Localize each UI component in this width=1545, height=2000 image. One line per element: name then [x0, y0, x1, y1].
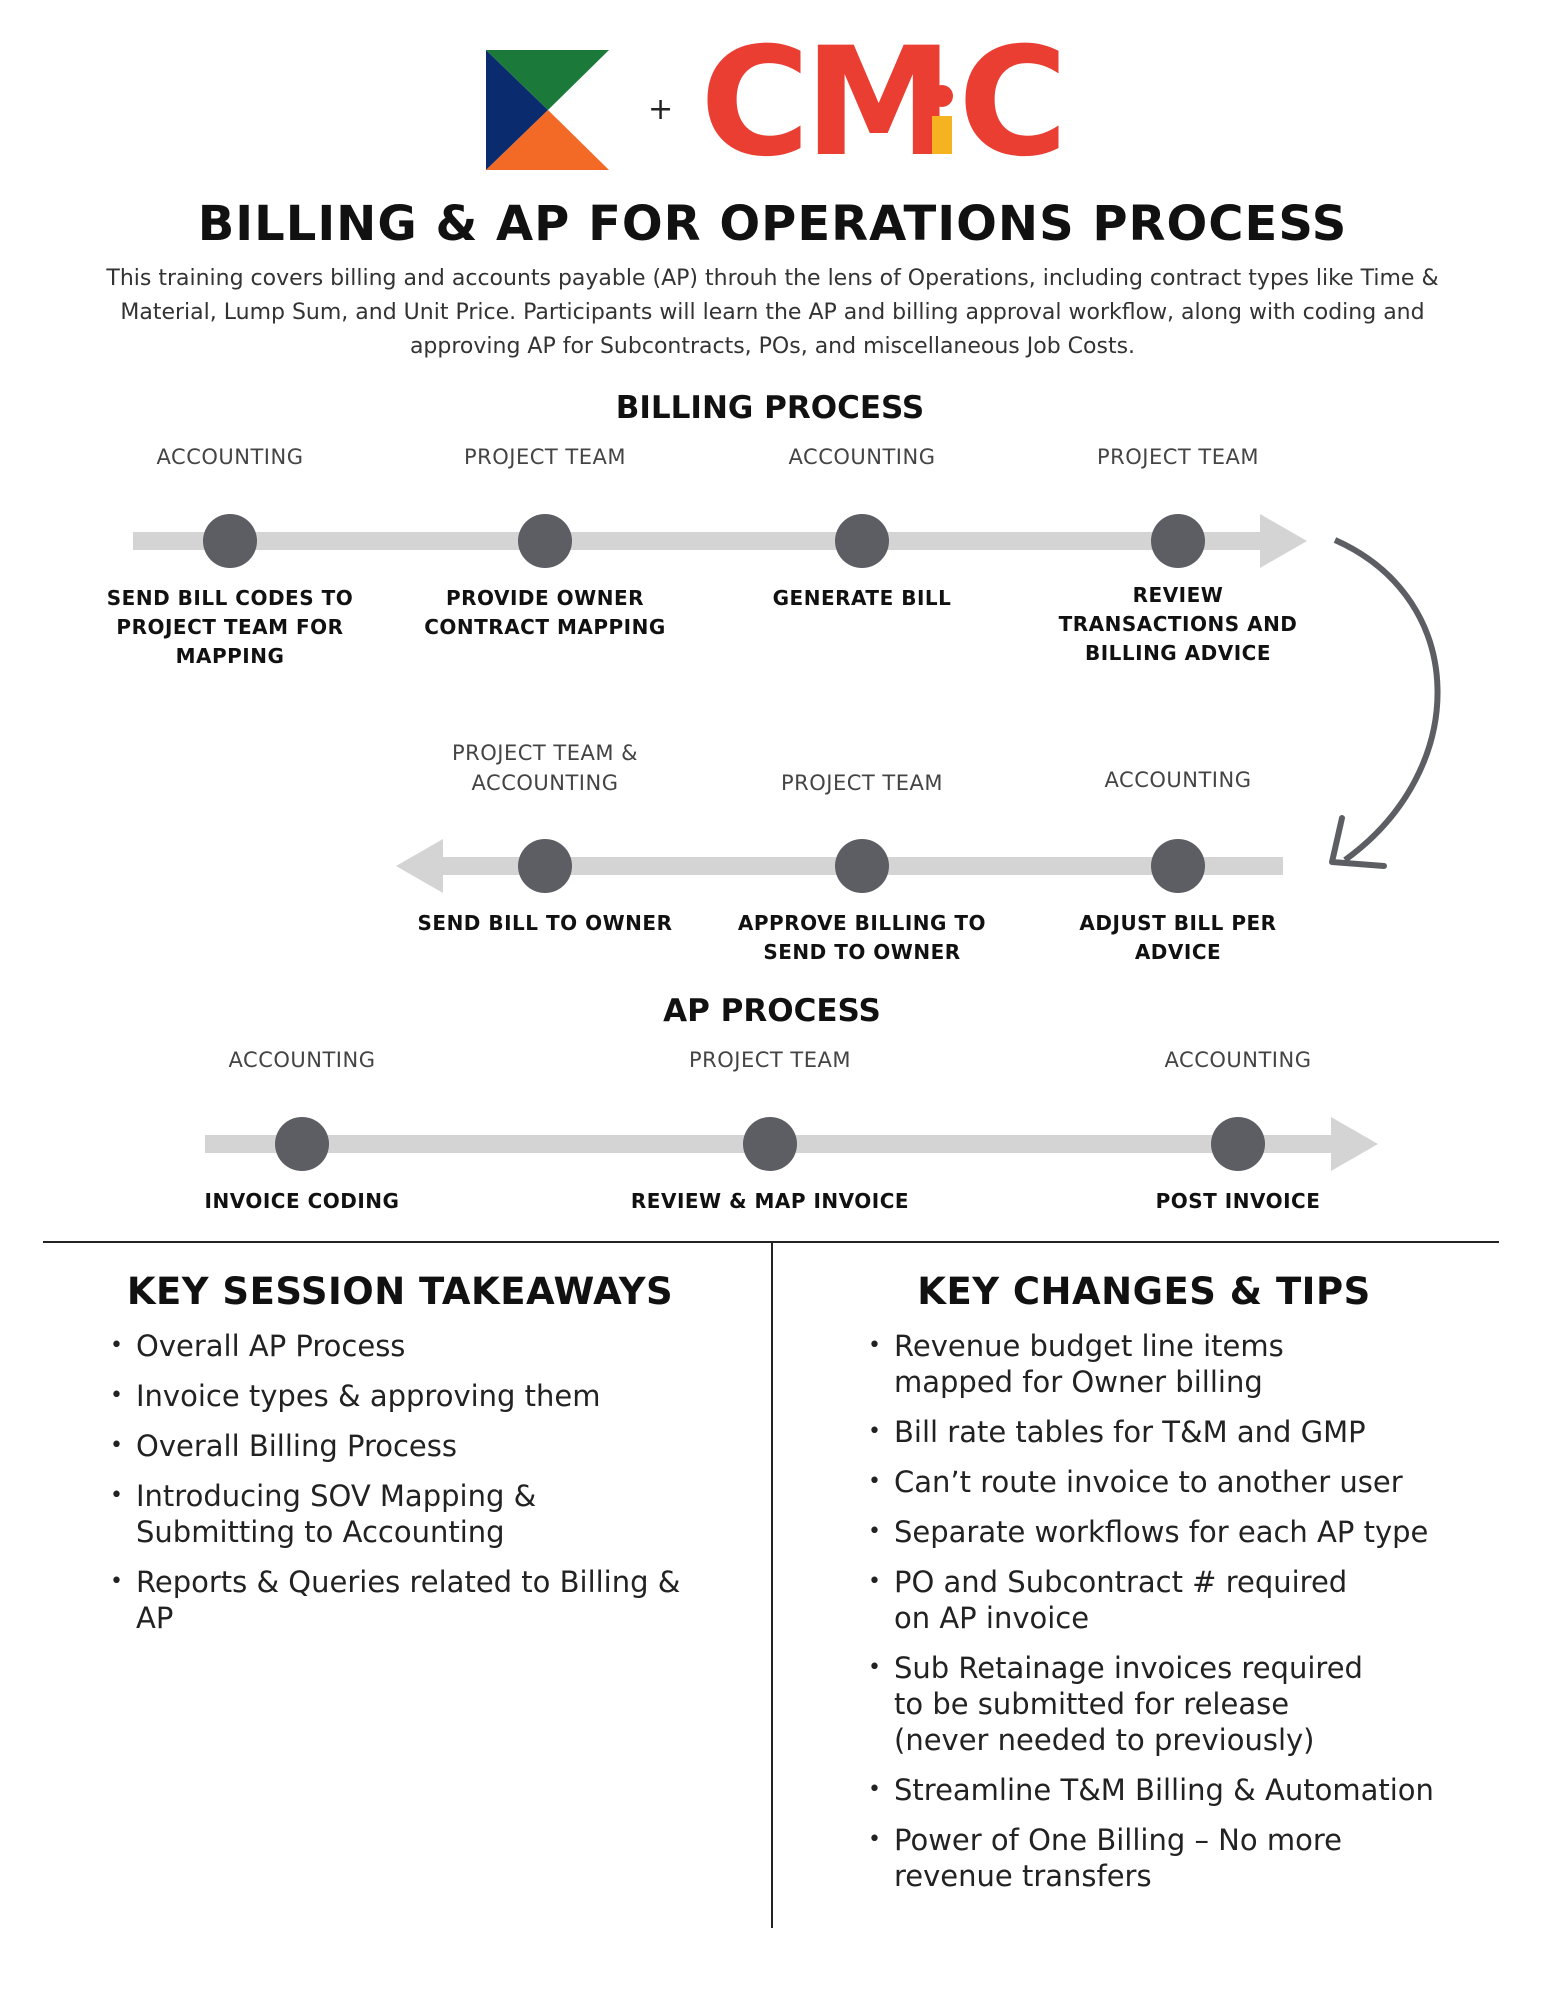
bullet-icon: • — [868, 1827, 881, 1852]
ap-node-2 — [743, 1117, 797, 1171]
billing-step-3: GENERATE BILL — [772, 586, 952, 610]
list-item: •Invoice types & approving them — [110, 1379, 601, 1413]
page-title: BILLING & AP FOR OPERATIONS PROCESS — [197, 196, 1348, 252]
billing-row1-arrowhead — [1260, 514, 1307, 568]
billing-role-5: PROJECT TEAM & ACCOUNTING — [451, 741, 639, 795]
billing-step-7: ADJUST BILL PER ADVICE — [1079, 911, 1277, 964]
bullet-icon: • — [868, 1333, 881, 1358]
billing-step-2: PROVIDE OWNER CONTRACT MAPPING — [424, 586, 666, 639]
cmic-logo-mark: CM C — [700, 30, 1060, 170]
bullet-icon: • — [868, 1519, 881, 1544]
ap-arrowhead — [1331, 1117, 1378, 1171]
ap-step-2: REVIEW & MAP INVOICE — [630, 1189, 910, 1213]
bullet-icon: • — [868, 1469, 881, 1494]
tips-title: KEY CHANGES & TIPS — [917, 1270, 1371, 1313]
billing-role-4: PROJECT TEAM — [1097, 445, 1259, 469]
billing-role-3: ACCOUNTING — [788, 445, 936, 469]
k-logo-icon — [486, 50, 609, 170]
billing-node-7 — [1151, 839, 1205, 893]
billing-step-5: SEND BILL TO OWNER — [417, 911, 673, 935]
billing-role-7: ACCOUNTING — [1104, 768, 1252, 792]
bullet-icon: • — [110, 1333, 123, 1358]
list-item: •PO and Subcontract # required on AP inv… — [868, 1565, 1348, 1635]
list-item: •Introducing SOV Mapping & Submitting to… — [110, 1479, 537, 1549]
billing-node-2 — [518, 514, 572, 568]
list-item: •Power of One Billing – No more revenue … — [868, 1823, 1342, 1893]
ap-role-1: ACCOUNTING — [228, 1048, 376, 1072]
list-item: •Streamline T&M Billing & Automation — [868, 1773, 1434, 1807]
takeaways-title: KEY SESSION TAKEAWAYS — [126, 1270, 674, 1313]
ap-node-3 — [1211, 1117, 1265, 1171]
curved-connector-arrowhead — [1329, 815, 1387, 869]
list-item: •Overall Billing Process — [110, 1429, 457, 1463]
bullet-icon: • — [110, 1569, 123, 1594]
logo-header: + CM C — [0, 0, 1545, 190]
list-item: •Overall AP Process — [110, 1329, 406, 1363]
process-flow-diagram — [133, 514, 1441, 1171]
bullet-icon: • — [868, 1777, 881, 1802]
bullet-icon: • — [868, 1419, 881, 1444]
billing-node-6 — [835, 839, 889, 893]
ap-process-title: AP PROCESS — [663, 993, 881, 1029]
bullet-icon: • — [110, 1383, 123, 1408]
billing-node-3 — [835, 514, 889, 568]
ap-step-3: POST INVOICE — [1155, 1189, 1321, 1213]
plus-sign: + — [648, 92, 674, 127]
list-item: •Reports & Queries related to Billing & … — [110, 1565, 681, 1635]
ap-role-3: ACCOUNTING — [1164, 1048, 1312, 1072]
billing-role-6: PROJECT TEAM — [781, 771, 943, 795]
ap-node-1 — [275, 1117, 329, 1171]
billing-row1-track — [133, 532, 1263, 550]
ap-step-1: INVOICE CODING — [204, 1189, 400, 1213]
billing-node-1 — [203, 514, 257, 568]
billing-node-5 — [518, 839, 572, 893]
list-item: •Can’t route invoice to another user — [868, 1465, 1403, 1499]
list-item: •Revenue budget line items mapped for Ow… — [868, 1329, 1284, 1399]
takeaways-list: •Overall AP Process •Invoice types & app… — [108, 1328, 708, 1650]
billing-step-1: SEND BILL CODES TO PROJECT TEAM FOR MAPP… — [106, 586, 354, 668]
bullet-icon: • — [868, 1655, 881, 1680]
billing-process-title: BILLING PROCESS — [615, 390, 925, 426]
intro-paragraph: This training covers billing and account… — [106, 266, 1439, 359]
billing-step-4: REVIEW TRANSACTIONS AND BILLING ADVICE — [1058, 583, 1298, 665]
svg-text:C: C — [958, 30, 1060, 170]
bullet-icon: • — [110, 1433, 123, 1458]
bullet-icon: • — [110, 1483, 123, 1508]
section-divider-vertical — [771, 1241, 773, 1928]
bullet-icon: • — [868, 1569, 881, 1594]
billing-node-4 — [1151, 514, 1205, 568]
billing-role-2: PROJECT TEAM — [464, 445, 626, 469]
billing-step-6: APPROVE BILLING TO SEND TO OWNER — [737, 911, 987, 964]
list-item: •Bill rate tables for T&M and GMP — [868, 1415, 1366, 1449]
list-item: •Sub Retainage invoices required to be s… — [868, 1651, 1363, 1757]
curved-connector-arrow — [1333, 537, 1441, 863]
ap-role-2: PROJECT TEAM — [689, 1048, 851, 1072]
list-item: •Separate workflows for each AP type — [868, 1515, 1429, 1549]
billing-role-1: ACCOUNTING — [156, 445, 304, 469]
billing-row2-arrowhead — [396, 839, 443, 893]
tips-list: •Revenue budget line items mapped for Ow… — [866, 1328, 1466, 1908]
svg-text:CM: CM — [700, 30, 947, 170]
